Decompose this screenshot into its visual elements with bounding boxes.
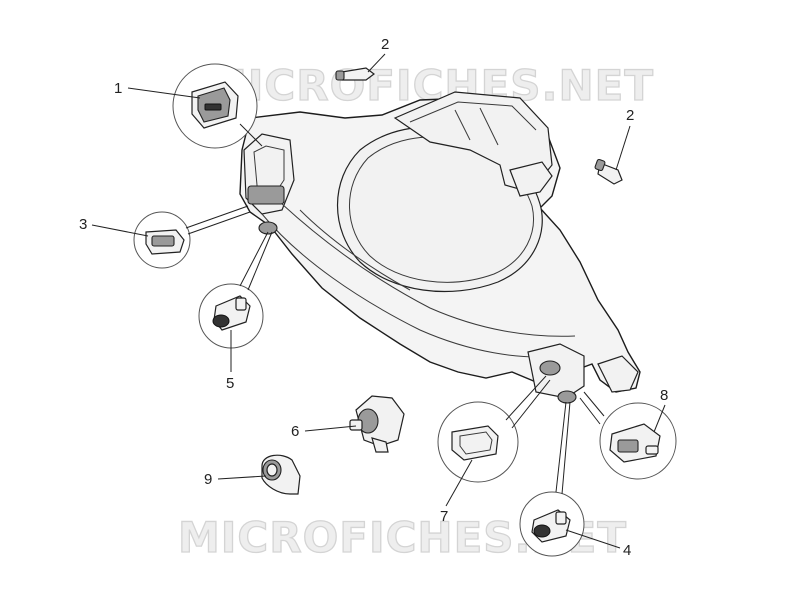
svg-text:1: 1 [114, 80, 122, 97]
part-8-switch [579, 391, 677, 480]
svg-text:9: 9 [204, 471, 212, 488]
watermark-top: MICROFICHES.NET [205, 61, 654, 110]
callout-8: 8 [653, 387, 668, 433]
svg-text:7: 7 [440, 508, 448, 525]
part-1-rocker-switch [172, 63, 263, 149]
part-7-cover-cap [437, 375, 551, 483]
callout-1: 1 [114, 80, 201, 99]
part-4-socket [519, 401, 585, 557]
callout-4: 4 [565, 529, 631, 559]
callout-2-top: 2 [367, 36, 389, 73]
svg-text:4: 4 [623, 542, 631, 559]
callout-2-right: 2 [615, 107, 634, 171]
callout-9: 9 [204, 471, 267, 488]
callout-7: 7 [440, 459, 473, 525]
callout-5: 5 [226, 330, 234, 392]
callout-3: 3 [79, 216, 149, 237]
part-9-ring [261, 454, 301, 495]
svg-text:5: 5 [226, 375, 234, 392]
part-6-ignition-lock [349, 395, 405, 453]
part-2-bulb-top [335, 67, 375, 81]
svg-text:2: 2 [626, 107, 634, 124]
part-5-socket [198, 231, 273, 349]
svg-text:6: 6 [291, 423, 299, 440]
svg-text:2: 2 [381, 36, 389, 53]
svg-text:3: 3 [79, 216, 87, 233]
callout-6: 6 [291, 423, 357, 440]
part-2-bulb-right [594, 158, 623, 185]
svg-text:8: 8 [660, 387, 668, 404]
part-3-switch [133, 205, 251, 269]
handlebar-cover-housing [239, 91, 641, 404]
